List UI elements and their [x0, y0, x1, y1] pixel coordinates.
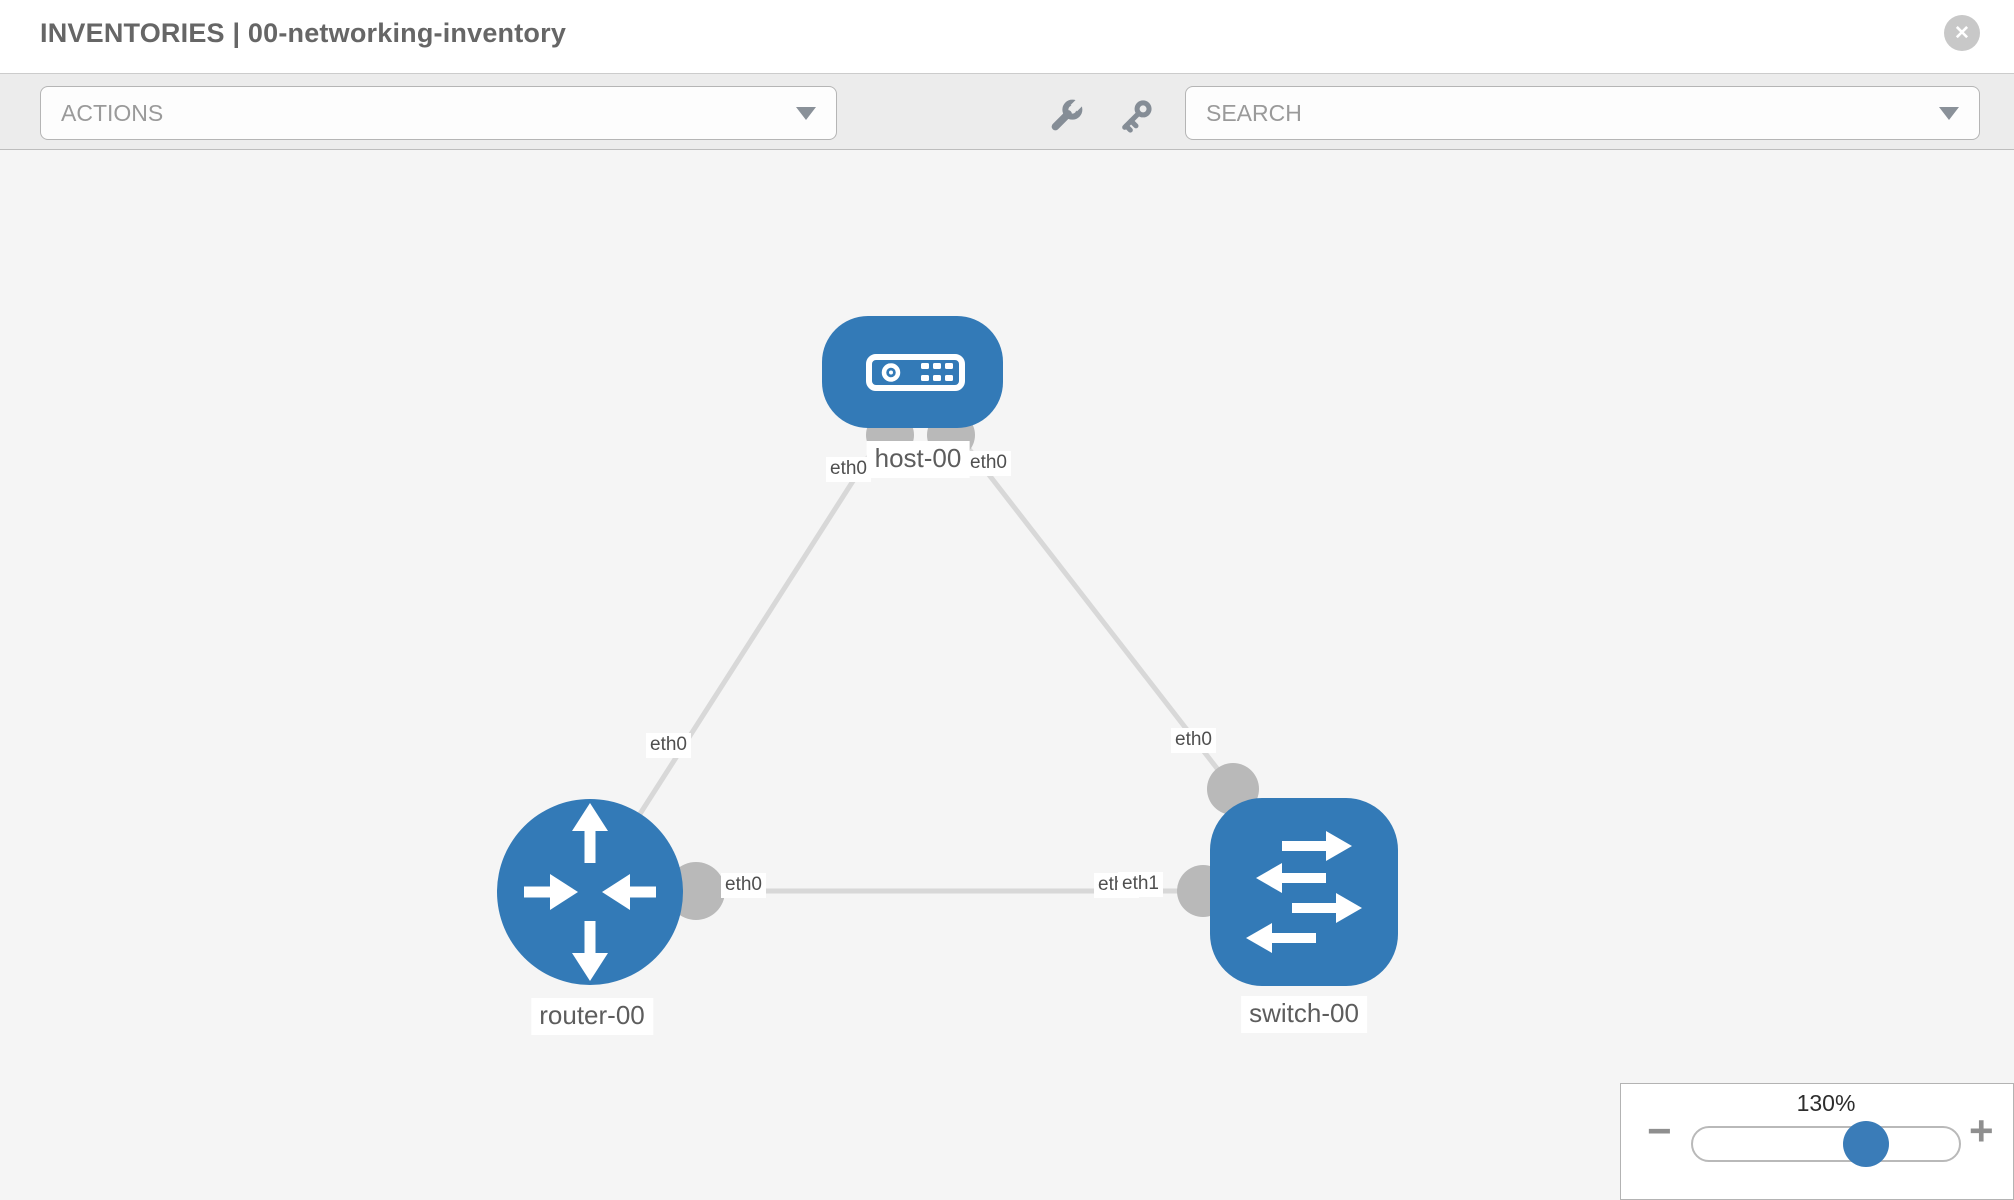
zoom-slider-handle[interactable]	[1843, 1121, 1889, 1167]
switch-icon	[1246, 831, 1362, 953]
zoom-in-button[interactable]: +	[1969, 1110, 1994, 1152]
chevron-down-icon	[796, 106, 816, 120]
actions-dropdown[interactable]: ACTIONS	[40, 86, 837, 140]
actions-dropdown-label: ACTIONS	[61, 99, 164, 126]
node-label-host: host-00	[866, 441, 970, 478]
node-router-00[interactable]	[497, 799, 683, 985]
chevron-down-icon	[1939, 106, 1959, 120]
key-icon[interactable]	[1116, 96, 1156, 136]
close-button[interactable]: ✕	[1944, 15, 1980, 51]
zoom-level: 130%	[1796, 1090, 1856, 1116]
zoom-control-panel: 130% − +	[1620, 1083, 2014, 1200]
node-label-router: router-00	[531, 998, 653, 1035]
host-icon	[866, 354, 965, 391]
page-title: INVENTORIES | 00-networking-inventory	[40, 18, 567, 48]
eth-label-host-left: eth0	[826, 457, 871, 482]
zoom-out-button[interactable]: −	[1647, 1110, 1672, 1152]
search-dropdown-label: SEARCH	[1206, 99, 1302, 126]
topology-svg	[497, 316, 1398, 986]
wrench-icon[interactable]	[1046, 96, 1086, 136]
header-bar: INVENTORIES | 00-networking-inventory ✕	[0, 0, 2014, 73]
eth-label-router-if: eth0	[721, 873, 766, 898]
toolbar: ACTIONS SEARCH	[0, 73, 2014, 150]
close-icon: ✕	[1954, 22, 1970, 44]
topology-canvas[interactable]: host-00 router-00 switch-00 eth0 eth0 et…	[0, 151, 2014, 1200]
eth-label-switch-link: eth0	[1171, 728, 1216, 753]
node-switch-00[interactable]	[1210, 798, 1398, 986]
node-label-switch: switch-00	[1241, 996, 1367, 1033]
plus-icon: +	[1969, 1107, 1994, 1154]
node-host-00[interactable]	[822, 316, 1003, 428]
eth-label-router-link: eth0	[646, 733, 691, 758]
eth-label-switch-eth1: eth1	[1118, 872, 1163, 897]
eth-label-host-right: eth0	[966, 451, 1011, 476]
zoom-slider-track[interactable]	[1691, 1121, 1961, 1167]
minus-icon: −	[1647, 1107, 1672, 1154]
router-icon	[524, 803, 656, 981]
search-dropdown[interactable]: SEARCH	[1185, 86, 1980, 140]
